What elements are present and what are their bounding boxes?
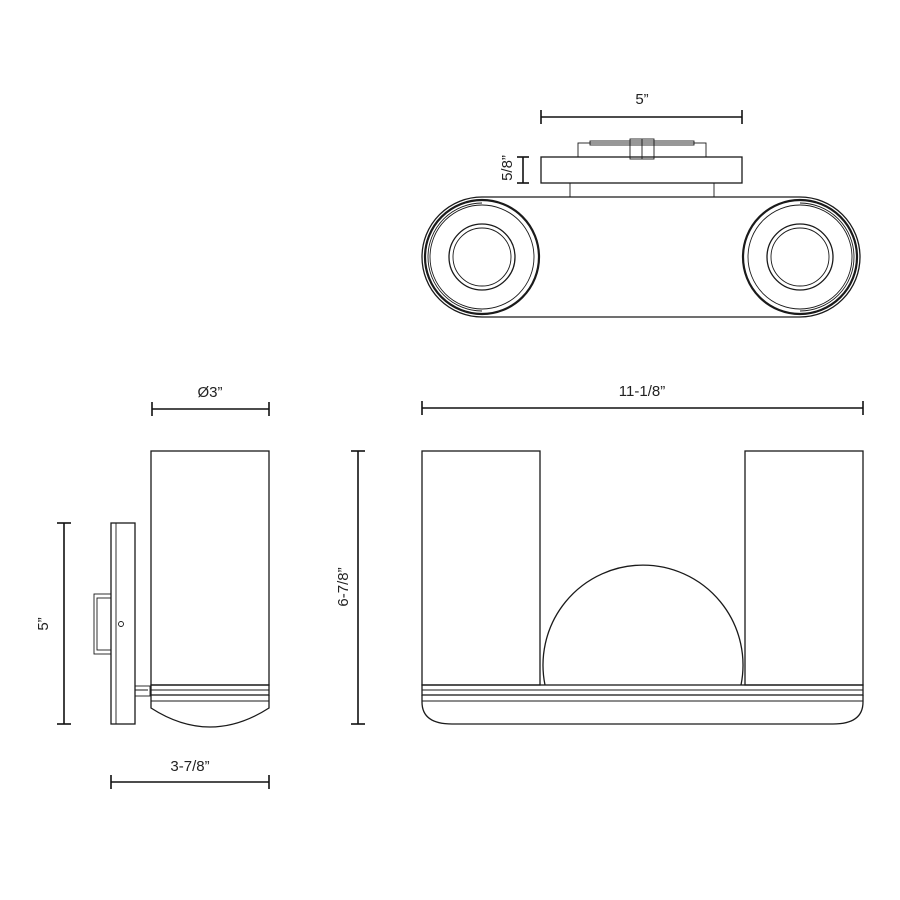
side-extension-dimension: 3-7/8” [110,758,270,789]
top-view: 5” 5/8” [421,91,861,318]
top-width-label: 5” [635,91,648,108]
front-width-label: 11-1/8” [619,383,665,400]
side-wall-plate [93,522,151,725]
front-globe [540,564,745,686]
front-width-dimension: 11-1/8” [421,383,864,415]
top-width-dimension: 5” [540,91,743,124]
side-height-dimension: 5” [35,522,71,725]
mounting-plate [540,138,743,198]
side-diameter-dimension: Ø3” [151,384,270,416]
left-lens [423,198,541,316]
front-height-dimension: 6-7/8” [335,450,365,725]
side-view: Ø3” 5” 3-7/8” [35,384,270,789]
side-diameter-label: Ø3” [197,384,222,401]
top-body [421,196,861,318]
front-right-cylinder [744,450,864,686]
top-depth-dimension: 5/8” [499,155,529,184]
side-cylinder [150,450,270,728]
front-height-label: 6-7/8” [335,567,352,606]
side-extension-label: 3-7/8” [170,758,209,775]
right-lens [741,198,859,316]
front-view: 11-1/8” 6-7/8” [335,383,864,725]
top-depth-label: 5/8” [499,155,516,181]
front-left-cylinder [421,450,541,686]
front-base [421,684,864,725]
side-height-label: 5” [35,617,52,630]
